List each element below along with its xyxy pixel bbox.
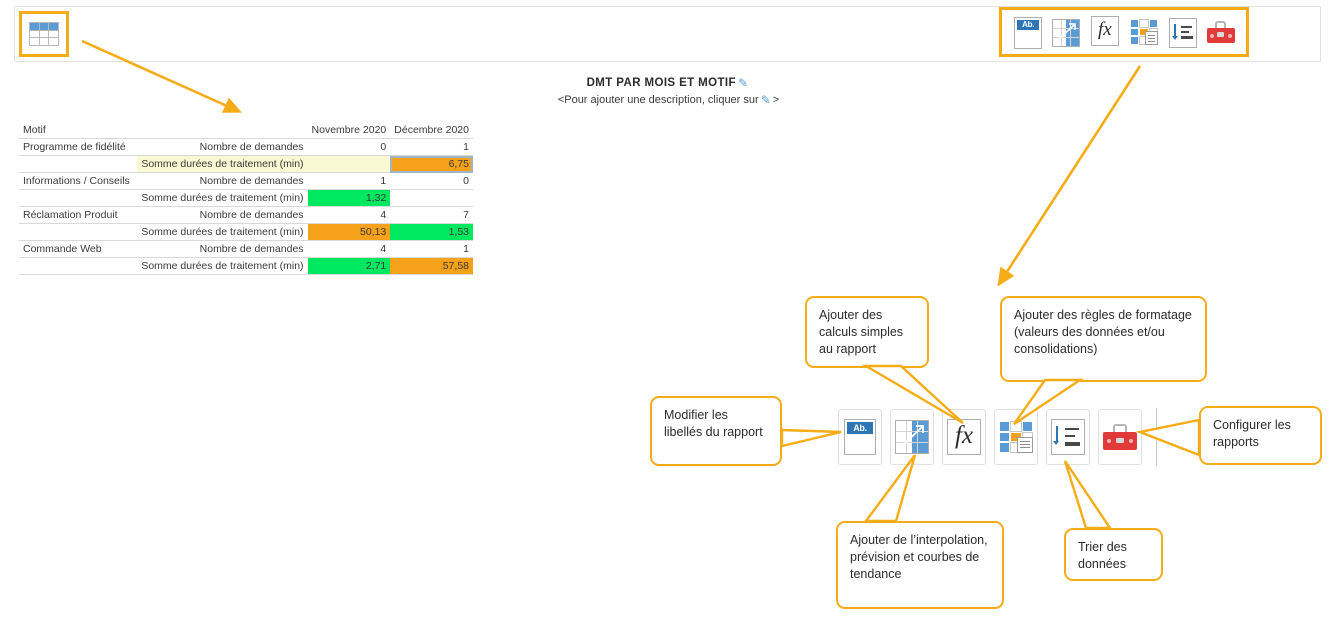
table-row[interactable]: Somme durées de traitement (min)50,131,5… [19, 224, 473, 241]
cell-measure[interactable]: Somme durées de traitement (min) [137, 224, 308, 241]
cell-value-nov[interactable]: 2,71 [308, 258, 391, 275]
col-header-nov[interactable]: Novembre 2020 [308, 122, 391, 139]
toolbar-icons-highlight: Ab. fx [999, 7, 1249, 57]
cell-motif [19, 190, 137, 207]
cell-value-nov[interactable]: 0 [308, 139, 391, 156]
toolbox-icon[interactable] [1208, 19, 1234, 45]
table-row[interactable]: Commande WebNombre de demandes41 [19, 241, 473, 258]
trend-curve-icon[interactable] [1052, 19, 1078, 45]
edit-labels-button[interactable]: Ab. [838, 409, 882, 465]
cell-motif[interactable]: Réclamation Produit [19, 207, 137, 224]
page-subtitle: <Pour ajouter une description, cliquer s… [0, 93, 1337, 107]
cell-measure[interactable]: Nombre de demandes [137, 241, 308, 258]
cell-value-nov[interactable]: 50,13 [308, 224, 391, 241]
page-title: DMT PAR MOIS ET MOTIF✎ [0, 76, 1337, 90]
cell-value-dec[interactable]: 6,75 [390, 156, 473, 173]
cell-value-dec[interactable]: 1 [390, 241, 473, 258]
table-header: Motif Novembre 2020 Décembre 2020 [19, 122, 473, 139]
table-grid-tool-icon [29, 22, 59, 46]
cell-value-dec[interactable]: 7 [390, 207, 473, 224]
page-subtitle-prefix: <Pour ajouter une description, cliquer s… [558, 94, 759, 106]
cell-value-dec[interactable]: 1,53 [390, 224, 473, 241]
formula-button-label: fx [947, 419, 981, 455]
cell-measure[interactable]: Somme durées de traitement (min) [137, 258, 308, 275]
conditional-format-button[interactable] [994, 409, 1038, 465]
callout-formatting: Ajouter des règles de formatage (valeurs… [1000, 296, 1207, 382]
toolbar-separator [1156, 408, 1157, 466]
edit-labels-icon-label: Ab. [1017, 20, 1039, 30]
table-grid-tool-highlight[interactable] [19, 11, 69, 57]
cell-value-dec[interactable]: 1 [390, 139, 473, 156]
table-row[interactable]: Somme durées de traitement (min)2,7157,5… [19, 258, 473, 275]
conditional-format-icon[interactable] [1131, 19, 1157, 45]
table-header-row: Motif Novembre 2020 Décembre 2020 [19, 122, 473, 139]
callout-configure: Configurer les rapports [1199, 406, 1322, 465]
edit-labels-button-label: Ab. [847, 422, 873, 434]
cell-motif [19, 156, 137, 173]
cell-value-nov[interactable]: 1 [308, 173, 391, 190]
cell-value-nov[interactable] [308, 156, 391, 173]
formula-icon[interactable]: fx [1091, 16, 1119, 46]
col-header-motif[interactable]: Motif [19, 122, 137, 139]
table-body: Programme de fidélitéNombre de demandes0… [19, 139, 473, 275]
tail-edit-labels [782, 430, 841, 446]
pencil-icon-subtitle[interactable]: ✎ [761, 93, 771, 107]
cell-measure[interactable]: Somme durées de traitement (min) [137, 156, 308, 173]
cell-measure[interactable]: Nombre de demandes [137, 173, 308, 190]
table-row[interactable]: Somme durées de traitement (min)1,32 [19, 190, 473, 207]
page-subtitle-suffix: > [773, 94, 779, 106]
pencil-icon[interactable]: ✎ [738, 76, 748, 90]
sort-button[interactable] [1046, 409, 1090, 465]
cell-motif[interactable]: Commande Web [19, 241, 137, 258]
cell-motif [19, 224, 137, 241]
cell-motif[interactable]: Programme de fidélité [19, 139, 137, 156]
callout-edit-labels: Modifier les libellés du rapport [650, 396, 782, 466]
cell-measure[interactable]: Nombre de demandes [137, 139, 308, 156]
tail-sorting [1065, 461, 1110, 528]
sort-icon[interactable] [1169, 19, 1195, 45]
cell-value-dec[interactable]: 0 [390, 173, 473, 190]
table-row[interactable]: Programme de fidélitéNombre de demandes0… [19, 139, 473, 156]
table-row[interactable]: Réclamation ProduitNombre de demandes47 [19, 207, 473, 224]
cell-value-nov[interactable]: 1,32 [308, 190, 391, 207]
callout-calculations: Ajouter des calculs simples au rapport [805, 296, 929, 368]
page-title-text: DMT PAR MOIS ET MOTIF [587, 77, 736, 89]
cell-measure[interactable]: Nombre de demandes [137, 207, 308, 224]
report-tools-row: Ab. fx [838, 408, 1157, 466]
cell-motif[interactable]: Informations / Conseils [19, 173, 137, 190]
table-row[interactable]: Informations / ConseilsNombre de demande… [19, 173, 473, 190]
cell-motif [19, 258, 137, 275]
trend-curve-button[interactable] [890, 409, 934, 465]
toolbox-button[interactable] [1098, 409, 1142, 465]
cell-value-nov[interactable]: 4 [308, 241, 391, 258]
report-data-table[interactable]: Motif Novembre 2020 Décembre 2020 Progra… [19, 122, 473, 275]
table-row[interactable]: Somme durées de traitement (min) 6,75 [19, 156, 473, 173]
formula-button[interactable]: fx [942, 409, 986, 465]
edit-labels-icon[interactable]: Ab. [1014, 19, 1040, 45]
cell-value-dec[interactable]: 57,58 [390, 258, 473, 275]
cell-value-nov[interactable]: 4 [308, 207, 391, 224]
col-header-dec[interactable]: Décembre 2020 [390, 122, 473, 139]
cell-measure[interactable]: Somme durées de traitement (min) [137, 190, 308, 207]
callout-interpolation: Ajouter de l’interpolation, prévision et… [836, 521, 1004, 609]
callout-sorting: Trier des données [1064, 528, 1163, 581]
cell-value-dec[interactable] [390, 190, 473, 207]
col-header-measure [137, 122, 308, 139]
